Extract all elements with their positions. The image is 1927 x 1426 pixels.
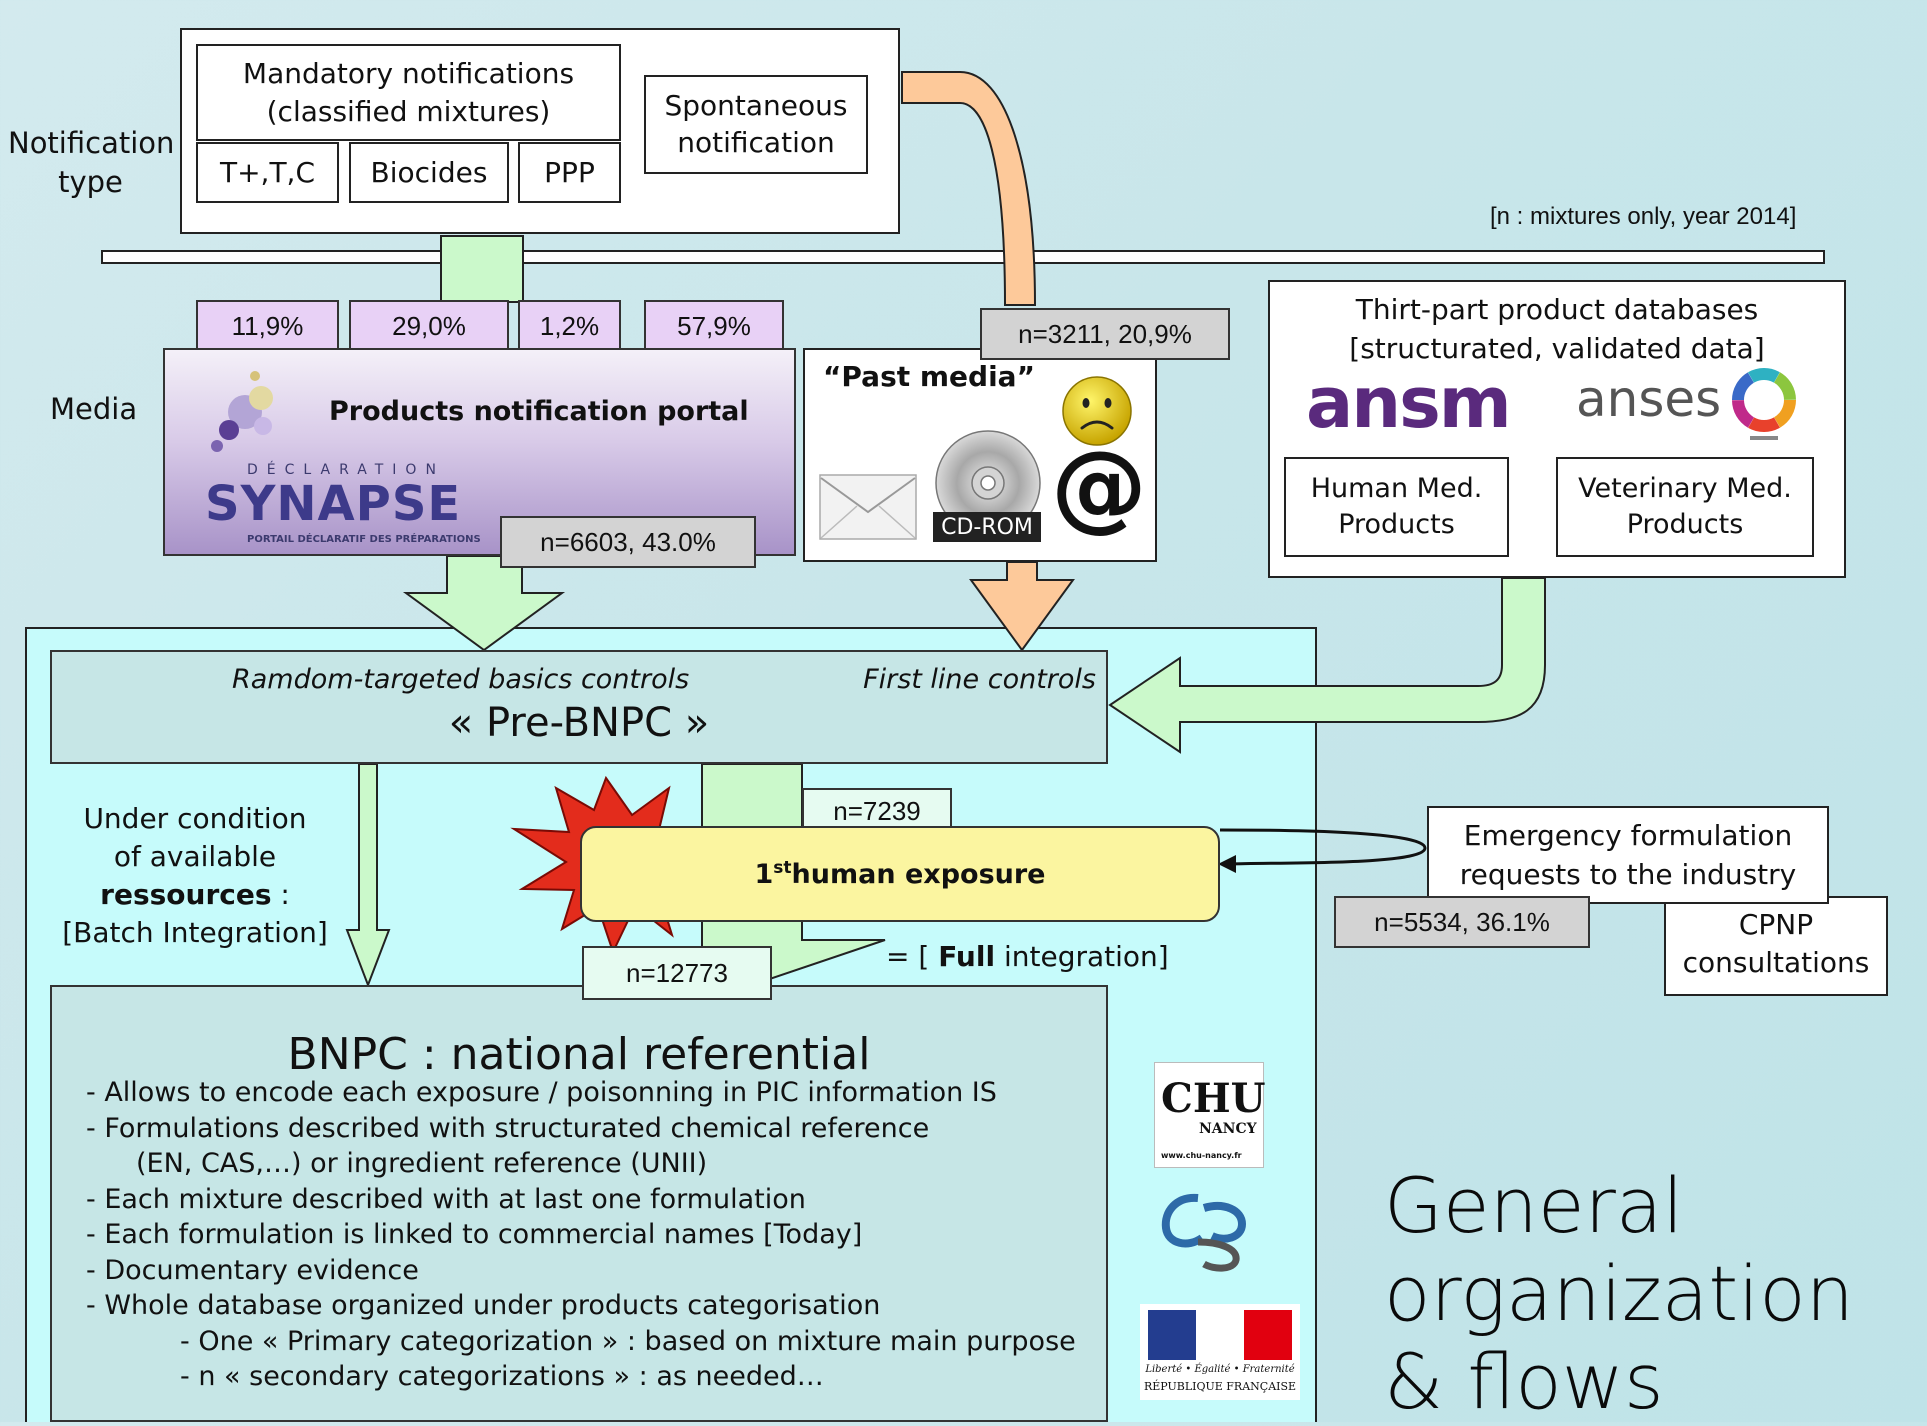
- third-party-title: Thirt-part product databases [structurat…: [1349, 293, 1765, 366]
- bnpc-bullet: - One « Primary categorization » : based…: [180, 1325, 1076, 1357]
- portal-box: Products notification portal DÉCLARATION…: [163, 348, 796, 556]
- batch-line-2: of available ressources :: [30, 838, 360, 914]
- pre-bnpc-box: Ramdom-targeted basics controls First li…: [50, 650, 1108, 764]
- full-integration-label: = [ Full integration]: [886, 940, 1169, 973]
- green-connector-notifications: [440, 235, 524, 303]
- rf-name: RÉPUBLIQUE FRANÇAISE: [1143, 1380, 1297, 1393]
- rf-flag-red: [1244, 1310, 1292, 1360]
- rf-flag-blue: [1148, 1310, 1196, 1360]
- chu-nancy-logo: CHU NANCY www.chu-nancy.fr: [1154, 1062, 1266, 1168]
- batch-line-1: Under condition: [83, 802, 307, 835]
- bnpc-bullet: - Whole database organized under product…: [86, 1290, 881, 1321]
- bnpc-bullets: - Allows to encode each exposure / poiso…: [86, 1075, 1076, 1395]
- emergency-arrowhead: [1218, 855, 1236, 873]
- bnpc-box: BNPC : national referential - Allows to …: [50, 985, 1108, 1422]
- percentage-ppp: 1,2%: [518, 300, 621, 352]
- cpnp-box: CPNP consultations: [1664, 896, 1888, 996]
- anses-logo: anses: [1576, 370, 1722, 428]
- bnpc-bullet: - n « secondary categorizations » : as n…: [180, 1361, 824, 1392]
- ansm-logo: ansm: [1306, 362, 1512, 444]
- percentage-spontaneous: 57,9%: [644, 300, 784, 352]
- batch-line-2-prefix: of available: [113, 840, 277, 873]
- past-media-count: n=3211, 20,9%: [980, 308, 1230, 360]
- synapse-top-label: DÉCLARATION: [247, 462, 445, 478]
- category-biocides-box: Biocides: [349, 142, 509, 203]
- at-sign-icon: @: [1051, 430, 1147, 542]
- full-integration-suffix: integration]: [995, 940, 1169, 973]
- synapse-bubbles-icon: [211, 371, 273, 452]
- orange-arrow-past-media: [969, 561, 1075, 652]
- notification-type-label: Notification type: [8, 126, 175, 200]
- bnpc-bullet: (EN, CAS,…) or ingredient reference (UNI…: [136, 1148, 708, 1179]
- batch-integration-text: Under condition of available ressources …: [30, 800, 360, 952]
- bnpc-bullet: - Formulations described with structurat…: [86, 1112, 930, 1144]
- bnpc-bullet: - Documentary evidence: [86, 1254, 419, 1286]
- spontaneous-notification-box: Spontaneous notification: [644, 75, 868, 174]
- slide-title: General organization & flows: [1384, 1161, 1854, 1426]
- full-integration-count: n=12773: [582, 946, 772, 1000]
- pre-bnpc-left-caption: Ramdom-targeted basics controls: [232, 664, 690, 695]
- cap-tv-logo: [1161, 1193, 1247, 1272]
- republique-francaise-logo: Liberté • Égalité • Fraternité RÉPUBLIQU…: [1140, 1304, 1300, 1400]
- human-med-products-box: Human Med. Products: [1284, 457, 1509, 557]
- bnpc-bullet: - Allows to encode each exposure / poiso…: [86, 1077, 997, 1108]
- emergency-count: n=5534, 36.1%: [1334, 896, 1590, 948]
- pre-bnpc-right-caption: First line controls: [863, 664, 1096, 695]
- green-arrow-third-party: [1108, 577, 1546, 754]
- exposure-ordinal: 1st: [755, 858, 792, 890]
- veterinary-med-products-box: Veterinary Med. Products: [1556, 457, 1814, 557]
- human-exposure-box: 1st human exposure: [580, 826, 1220, 922]
- chu-logo-subtext: NANCY: [1199, 1121, 1257, 1137]
- sad-face-icon: [1062, 376, 1132, 446]
- chu-logo-text: CHU: [1161, 1075, 1266, 1122]
- portal-title: Products notification portal: [329, 396, 749, 427]
- full-integration-bold: Full: [938, 940, 996, 973]
- green-arrow-batch: [345, 763, 391, 988]
- batch-line-3: [Batch Integration]: [62, 916, 328, 949]
- category-ppp-box: PPP: [518, 142, 621, 203]
- batch-resources-bold: ressources: [100, 878, 272, 911]
- year-note: [n : mixtures only, year 2014]: [1490, 203, 1797, 230]
- synapse-sub-label: PORTAIL DÉCLARATIF DES PRÉPARATIONS: [247, 534, 481, 545]
- portal-count: n=6603, 43.0%: [500, 516, 756, 568]
- media-label: Media: [50, 392, 138, 426]
- percentage-biocides: 29,0%: [349, 300, 509, 352]
- full-integration-prefix: = [: [886, 940, 939, 973]
- emergency-loop-arrow: [1219, 828, 1427, 866]
- rf-flag-white: [1196, 1310, 1244, 1360]
- past-media-label: “Past media”: [823, 360, 1035, 393]
- cdrom-label: CD-ROM: [933, 512, 1041, 542]
- third-party-box: Thirt-part product databases [structurat…: [1268, 280, 1846, 578]
- chu-logo-url: www.chu-nancy.fr: [1161, 1151, 1242, 1160]
- synapse-logo: SYNAPSE: [205, 476, 462, 532]
- category-toxic-box: T+,T,C: [196, 142, 339, 203]
- exposure-ordinal-number: 1: [754, 859, 774, 890]
- percentage-toxic: 11,9%: [196, 300, 339, 352]
- past-media-box: “Past media” CD-ROM @: [803, 348, 1157, 562]
- batch-line-2-suffix: :: [271, 878, 290, 911]
- separator-bar: [101, 250, 1825, 264]
- mandatory-notifications-box: Mandatory notifications (classified mixt…: [196, 44, 621, 141]
- exposure-ordinal-suffix: st: [773, 858, 792, 878]
- bnpc-title: BNPC : national referential: [287, 1029, 871, 1080]
- exposure-label: human exposure: [791, 858, 1046, 890]
- envelope-icon: [819, 474, 917, 540]
- cdrom-icon: [935, 430, 1041, 536]
- cpnp-label: CPNP consultations: [1682, 908, 1870, 979]
- bnpc-bullet: - Each mixture described with at last on…: [86, 1183, 806, 1215]
- orange-curve-arrow: [901, 71, 1037, 306]
- bnpc-bullet: - Each formulation is linked to commerci…: [86, 1219, 863, 1250]
- emergency-requests-box: Emergency formulation requests to the in…: [1427, 806, 1829, 904]
- anses-ring-icon: [1732, 368, 1796, 440]
- rf-motto: Liberté • Égalité • Fraternité: [1145, 1364, 1295, 1375]
- pre-bnpc-title: « Pre-BNPC »: [448, 700, 710, 746]
